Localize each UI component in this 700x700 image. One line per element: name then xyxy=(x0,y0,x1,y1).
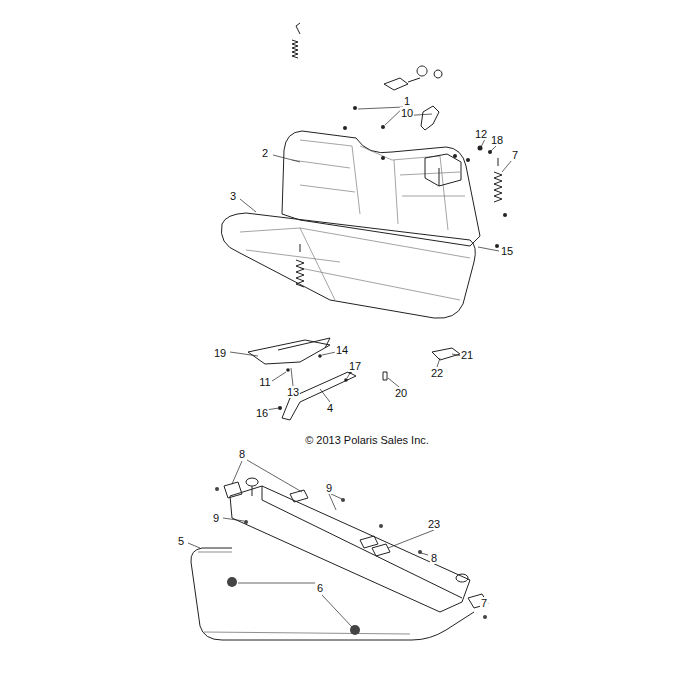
seat-belt-anchor xyxy=(224,482,242,498)
seat-cushion xyxy=(221,213,475,318)
callout-number: 7 xyxy=(480,597,488,609)
callout-number: 12 xyxy=(474,128,488,140)
callout-number: 9 xyxy=(212,512,220,524)
callout-number: 21 xyxy=(460,349,474,361)
callout-number: 18 xyxy=(490,134,504,146)
callout-number: 17 xyxy=(348,360,362,372)
seat-belt-buckle xyxy=(421,106,439,130)
callout-number: 15 xyxy=(500,245,514,257)
seat-frame-loop xyxy=(191,548,474,640)
seat-frame-rail xyxy=(230,486,470,612)
seat-back xyxy=(282,131,480,246)
callout-number: 19 xyxy=(213,347,227,359)
callout-number: 14 xyxy=(335,344,349,356)
latch xyxy=(468,594,488,608)
hook xyxy=(384,66,442,90)
seat-belt-buckle xyxy=(290,490,390,556)
post xyxy=(246,478,468,582)
bracket xyxy=(248,338,330,364)
callout-number: 3 xyxy=(229,190,237,202)
callout-number: 22 xyxy=(430,367,444,379)
callout-number: 13 xyxy=(286,386,300,398)
callout-number: 7 xyxy=(511,149,519,161)
latch xyxy=(425,154,461,186)
callout-number: 9 xyxy=(325,482,333,494)
callout-number: 23 xyxy=(427,518,441,530)
callout-number: 4 xyxy=(326,402,334,414)
callout-number: 5 xyxy=(177,535,185,547)
callout-number: 16 xyxy=(255,407,269,419)
pad xyxy=(432,348,460,360)
callout-number: 1 xyxy=(403,95,411,107)
callout-number: 8 xyxy=(430,552,438,564)
spring xyxy=(494,158,502,202)
leader-lines xyxy=(188,107,512,627)
callout-number: 20 xyxy=(394,387,408,399)
callout-number: 8 xyxy=(238,448,246,460)
spring xyxy=(296,244,304,287)
callout-number: 2 xyxy=(261,147,269,159)
callout-number: 10 xyxy=(400,107,414,119)
support-bar xyxy=(282,372,356,420)
pin xyxy=(383,372,387,380)
callout-number: 11 xyxy=(258,376,271,388)
spring xyxy=(292,23,300,58)
callout-number: 6 xyxy=(316,582,324,594)
copyright-note: © 2013 Polaris Sales Inc. xyxy=(304,434,430,446)
